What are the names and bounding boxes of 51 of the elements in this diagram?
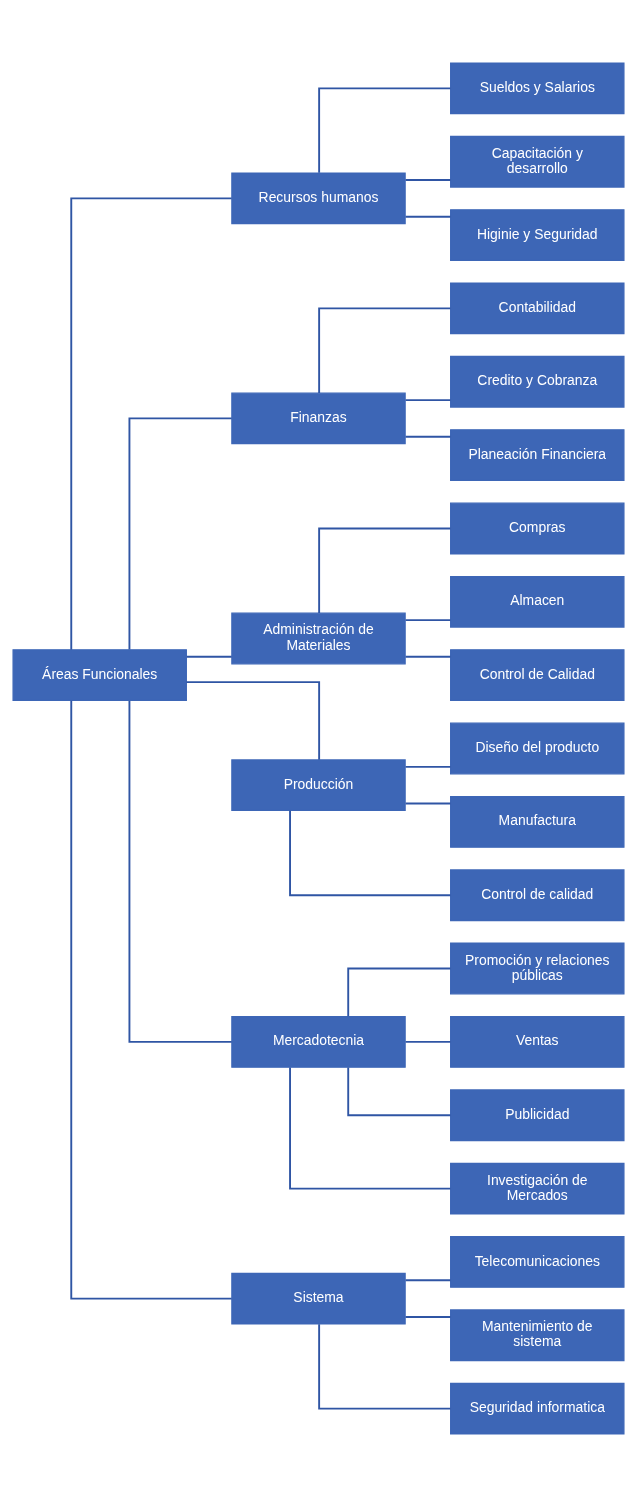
- node-box: Credito y Cobranza: [450, 355, 625, 408]
- connector: [318, 307, 452, 394]
- connector: [404, 765, 452, 768]
- connector: [128, 417, 233, 651]
- connector: [404, 215, 452, 218]
- node-box: Sueldos y Salarios: [450, 62, 625, 115]
- node-box: Control de calidad: [450, 869, 625, 922]
- connector: [347, 967, 452, 1018]
- connector: [70, 197, 233, 651]
- node-box: Planeación Financiera: [450, 429, 625, 481]
- node-box: Capacitación y desarrollo: [450, 135, 625, 188]
- node-box: Seguridad informatica: [450, 1382, 625, 1435]
- node-box: Diseño del producto: [450, 722, 625, 775]
- connector: [185, 655, 233, 658]
- node-box: Administración de Materiales: [231, 612, 406, 665]
- node-box: Control de Calidad: [450, 649, 625, 702]
- node-box: Recursos humanos: [231, 172, 406, 225]
- node-box: Mantenimiento de sistema: [450, 1309, 625, 1362]
- connector: [347, 1066, 452, 1117]
- node-box: Sistema: [231, 1272, 406, 1325]
- connector: [404, 802, 452, 805]
- node-box: Áreas Funcionales: [12, 649, 187, 702]
- node-box: Contabilidad: [450, 282, 625, 335]
- connector: [128, 700, 233, 1043]
- node-box: Almacen: [450, 575, 625, 628]
- connector: [318, 1323, 452, 1410]
- connector: [404, 655, 452, 658]
- connector: [185, 681, 321, 761]
- node-box: Producción: [231, 759, 406, 812]
- connector: [404, 435, 452, 438]
- node-box: Manufactura: [450, 795, 625, 848]
- connector: [404, 1040, 452, 1043]
- node-box: Compras: [450, 502, 625, 555]
- connector: [289, 1066, 452, 1190]
- node-box: Telecomunicaciones: [450, 1236, 625, 1288]
- connector: [404, 399, 452, 402]
- connector: [404, 619, 452, 622]
- connector: [404, 179, 452, 181]
- node-box: Ventas: [450, 1016, 625, 1068]
- connector: [289, 809, 452, 897]
- connector: [404, 1279, 452, 1282]
- node-box: Promoción y relaciones públicas: [450, 942, 625, 995]
- node-box: Higinie y Seguridad: [450, 209, 625, 261]
- node-box: Mercadotecnia: [231, 1016, 406, 1068]
- connector: [404, 1316, 452, 1318]
- connector: [318, 87, 452, 174]
- node-box: Publicidad: [450, 1089, 625, 1142]
- connector: [318, 527, 452, 614]
- node-box: Finanzas: [231, 392, 406, 445]
- node-box: Investigación de Mercados: [450, 1162, 625, 1215]
- connector: [70, 699, 233, 1300]
